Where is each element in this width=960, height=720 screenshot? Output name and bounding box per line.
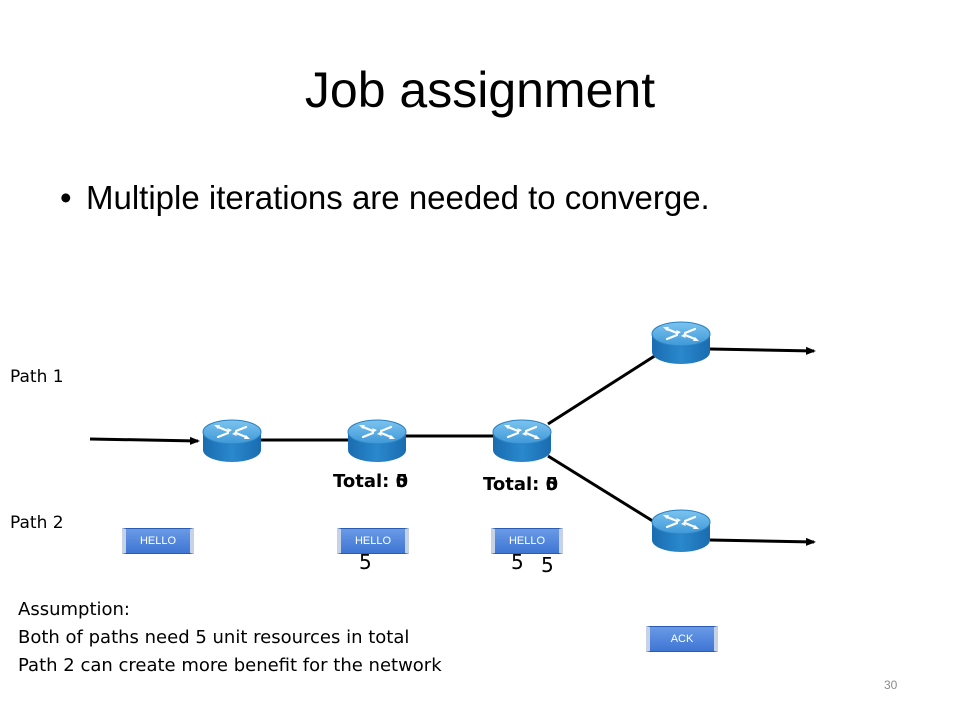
resource-number: 5 <box>541 553 554 577</box>
bullet-text: Multiple iterations are needed to conver… <box>86 179 710 216</box>
bullet-point: • Multiple iterations are needed to conve… <box>60 176 710 220</box>
total-value-new: 5 <box>545 474 559 495</box>
output-link-path1 <box>709 346 816 355</box>
path-1-label: Path 1 <box>10 367 64 387</box>
total-value-old: 0 <box>395 471 409 492</box>
assumption-heading: Assumption: <box>18 599 130 620</box>
total-value-new: 5 <box>395 471 409 492</box>
router-icon <box>650 320 712 366</box>
router-icon <box>201 418 263 464</box>
hello-message-1: HELLO <box>122 528 194 554</box>
link-r3-r4 <box>547 348 665 426</box>
total-text: Total: <box>333 471 396 492</box>
assumption-line-2: Path 2 can create more benefit for the n… <box>18 655 442 676</box>
assumption-block: Assumption: Both of paths need 5 unit re… <box>18 596 442 680</box>
assumption-line-1: Both of paths need 5 unit resources in t… <box>18 627 410 648</box>
hello-message-2: HELLO <box>337 528 409 554</box>
link-r3-r5 <box>547 454 665 530</box>
ack-message: ACK <box>646 626 718 652</box>
hello-message-3: HELLO <box>491 528 563 554</box>
input-link <box>89 436 200 445</box>
output-link-path2 <box>709 537 816 546</box>
page-number: 30 <box>884 678 898 692</box>
resource-number: 5 <box>511 550 524 574</box>
router-icon <box>346 418 408 464</box>
router-icon <box>491 418 553 464</box>
router-icon <box>650 508 712 554</box>
bullet-dot: • <box>60 179 72 216</box>
resource-number: 5 <box>359 550 372 574</box>
total-value-old: 0 <box>545 474 559 495</box>
slide-title: Job assignment <box>304 62 656 118</box>
path-2-label: Path 2 <box>10 513 64 533</box>
total-text: Total: <box>483 474 546 495</box>
